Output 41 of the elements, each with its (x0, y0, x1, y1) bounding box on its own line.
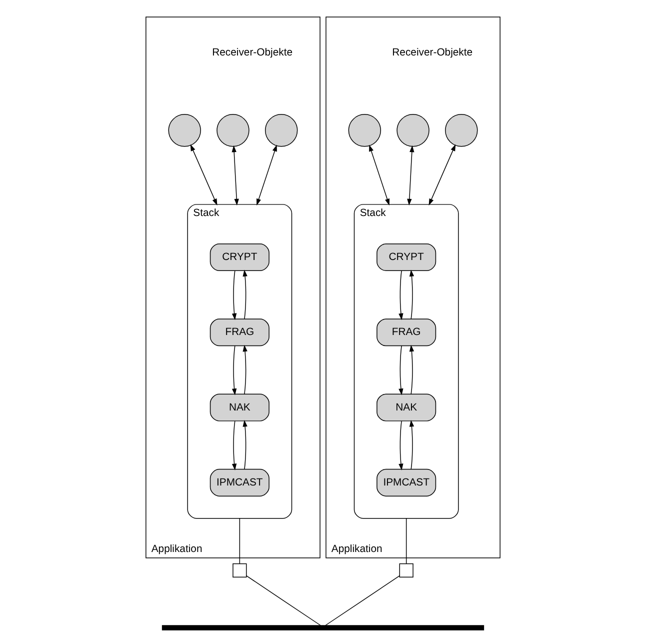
node-box (398, 563, 413, 578)
arrow (231, 420, 236, 470)
arrow (231, 270, 236, 320)
arrow (428, 144, 456, 206)
node-box: FRAG (209, 318, 269, 346)
node-circle (444, 114, 478, 147)
node-circle (396, 114, 429, 147)
label: Receiver-Objekte (212, 47, 292, 58)
label: Receiver-Objekte (392, 47, 472, 58)
arrow (242, 344, 247, 394)
arrow (408, 420, 414, 470)
node-circle (168, 114, 200, 147)
node-bar (161, 625, 484, 630)
arrow (256, 144, 276, 206)
arrow (408, 344, 414, 394)
arrow (242, 270, 247, 320)
arrow (406, 145, 414, 206)
arrow (231, 346, 236, 396)
arrow (231, 145, 238, 206)
node-box: CRYPT (209, 244, 269, 272)
arrow (408, 270, 414, 320)
node-box: IPMCAST (376, 468, 436, 496)
node-box: NAK (209, 394, 269, 422)
arrow (368, 144, 389, 206)
connector (246, 575, 320, 626)
node-box: IPMCAST (209, 468, 269, 496)
node-circle (348, 114, 381, 147)
node-circle (264, 114, 298, 147)
node-box (232, 563, 246, 578)
connector (324, 575, 400, 626)
arrow (398, 420, 403, 470)
node-box: FRAG (376, 318, 436, 346)
node-circle (216, 114, 249, 147)
arrow (398, 270, 403, 320)
connector (238, 518, 240, 564)
node-box: NAK (376, 394, 436, 422)
arrow (242, 420, 247, 470)
node-box: CRYPT (376, 244, 436, 272)
arrow (190, 144, 217, 206)
connector (405, 518, 406, 564)
arrow (398, 346, 403, 396)
